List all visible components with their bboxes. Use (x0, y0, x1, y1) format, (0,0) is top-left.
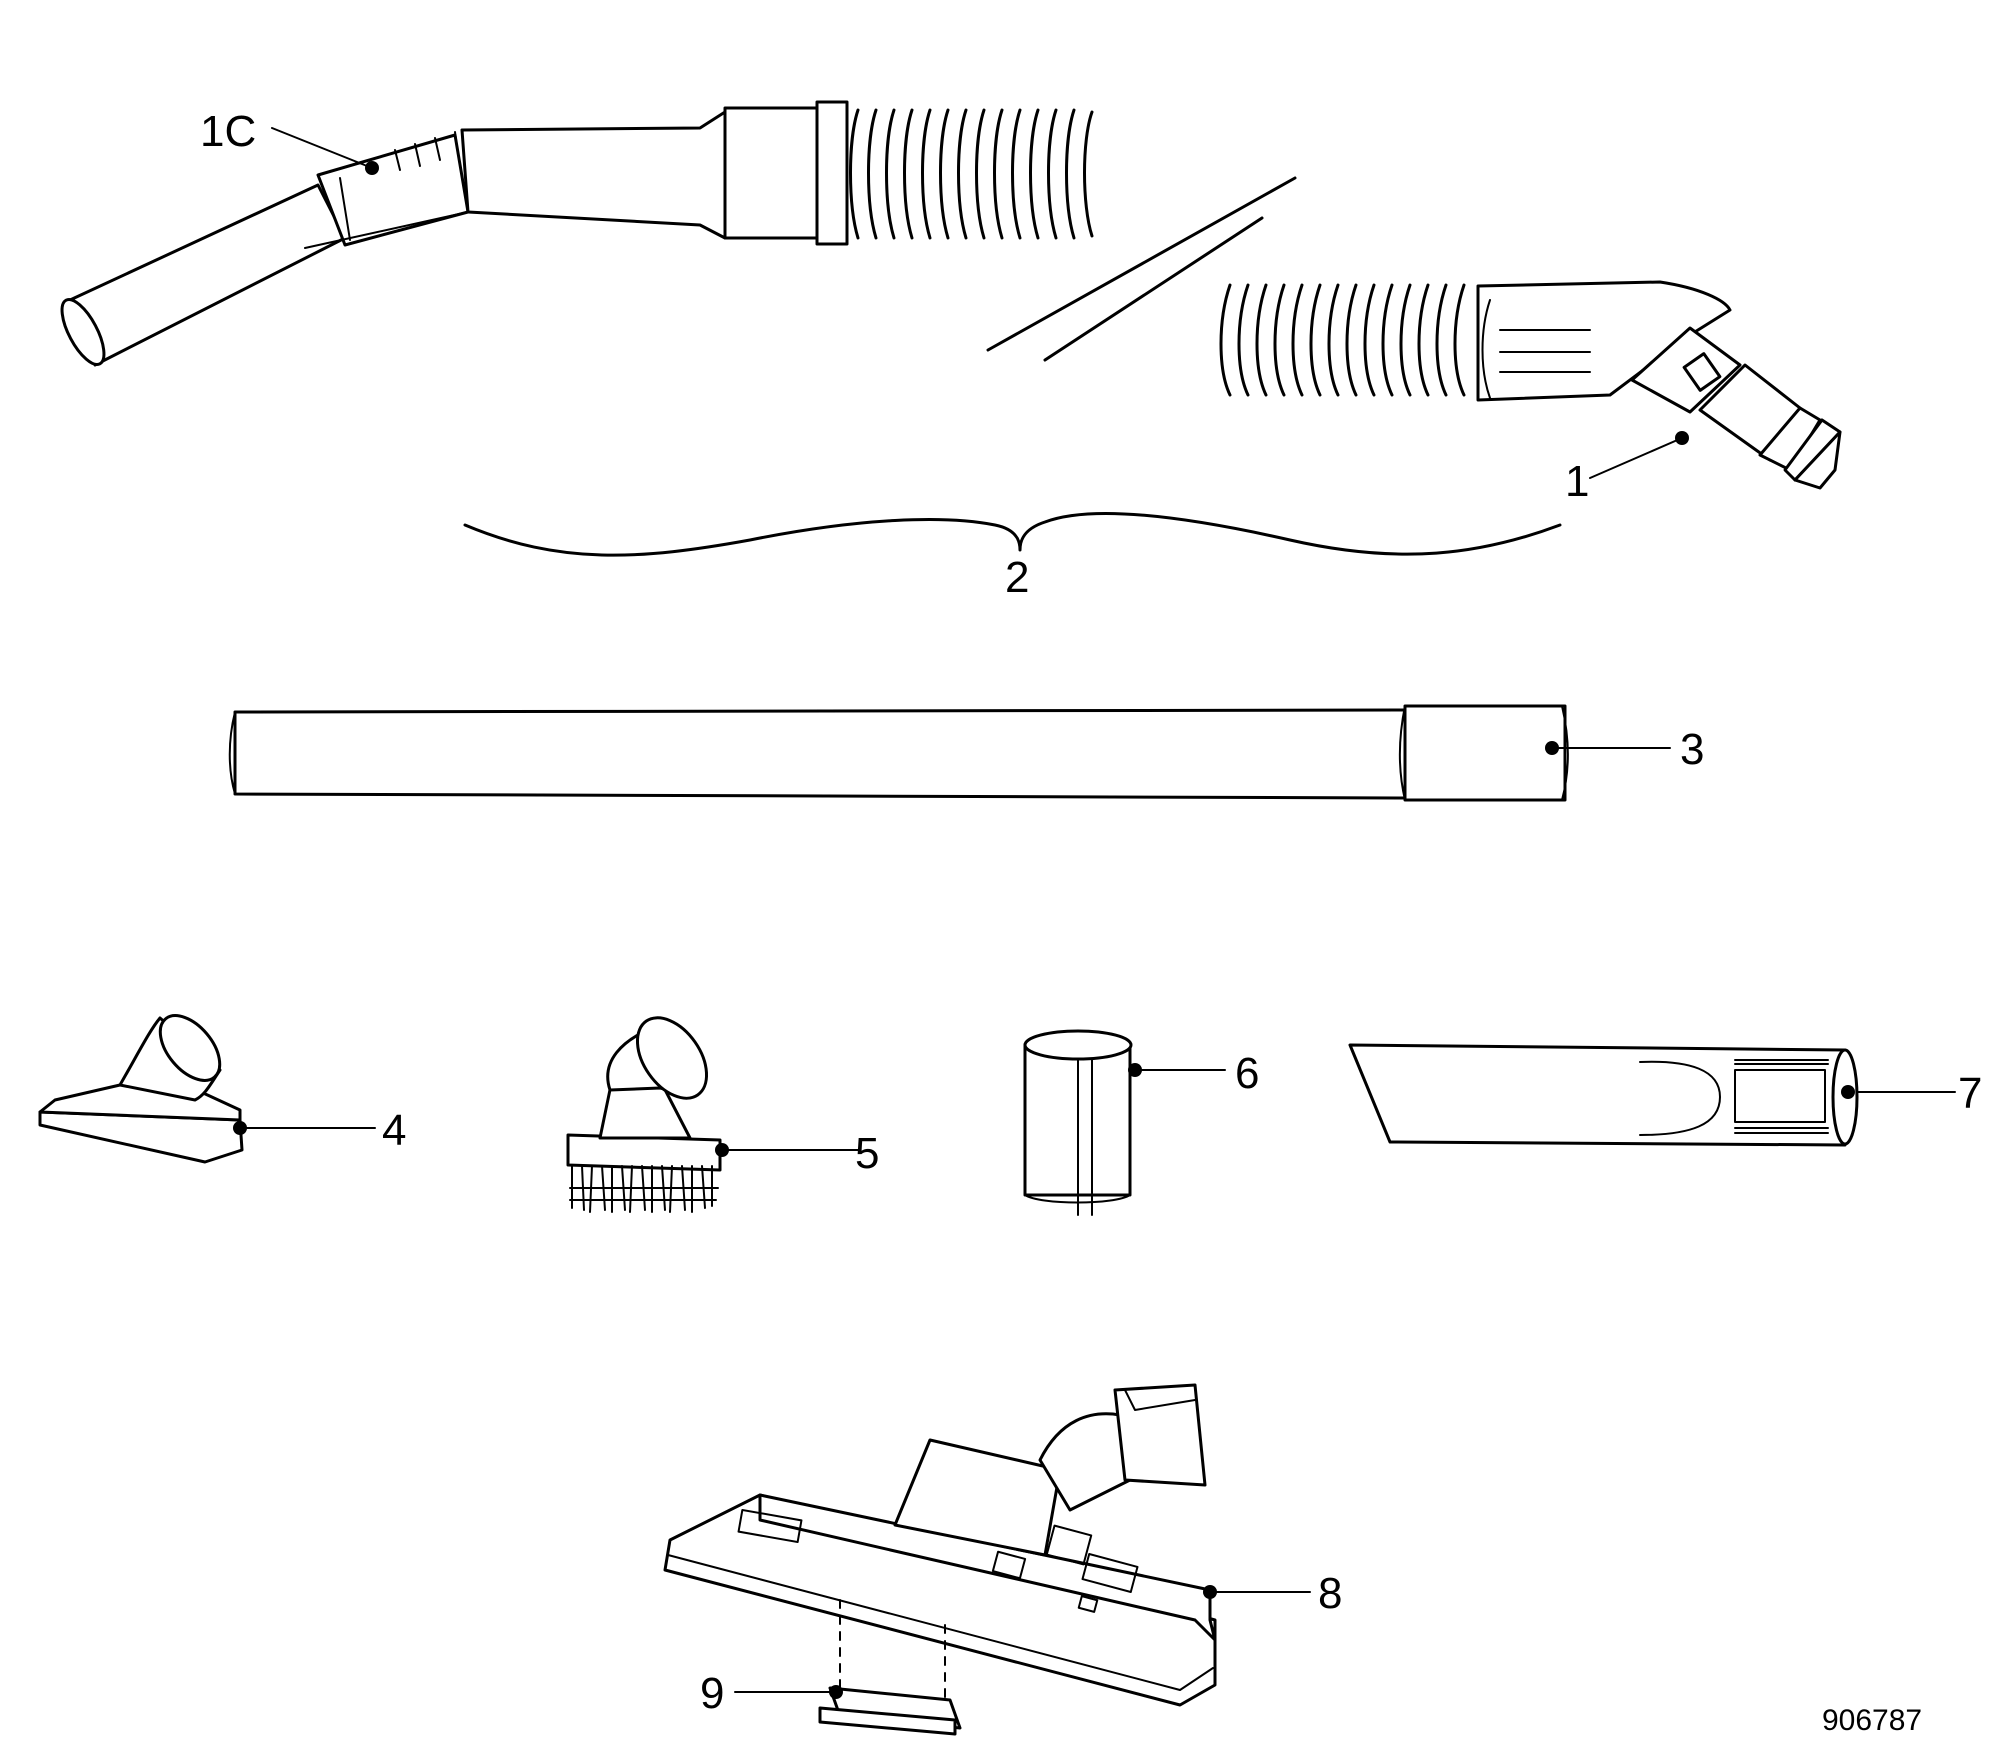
label-5: 5 (855, 1129, 879, 1178)
label-2: 2 (1005, 553, 1029, 602)
label-1: 1 (1565, 457, 1589, 506)
extension-wand (228, 704, 1671, 802)
glide-strip (734, 1599, 962, 1736)
hose-ribs-left (849, 108, 1094, 240)
hose-handle-wand (60, 100, 1094, 367)
label-1c: 1C (200, 107, 256, 156)
label-6: 6 (1235, 1049, 1259, 1098)
label-7: 7 (1958, 1069, 1982, 1118)
dusting-brush (566, 1016, 861, 1213)
assembly-brace (463, 512, 1562, 557)
label-4: 4 (382, 1106, 406, 1155)
adapter (1023, 1029, 1226, 1216)
label-9: 9 (700, 1669, 724, 1718)
crevice-tool (1348, 1043, 1956, 1147)
figure-code: 906787 (1822, 1704, 1922, 1737)
brush-bristles (569, 1165, 719, 1213)
hose-break-marks (986, 176, 1297, 362)
label-8: 8 (1318, 1569, 1342, 1618)
hose-ribs-right (1219, 283, 1466, 397)
upholstery-nozzle (38, 1014, 376, 1164)
hose-swivel-connector (1219, 280, 1842, 490)
floor-nozzle (663, 1383, 1311, 1707)
label-3: 3 (1680, 725, 1704, 774)
